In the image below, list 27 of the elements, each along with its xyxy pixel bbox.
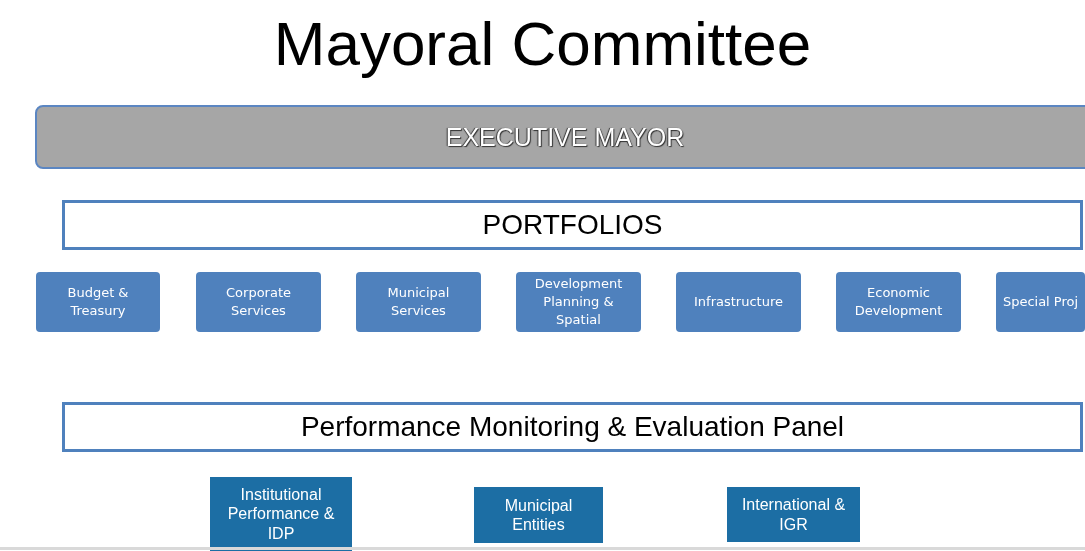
header-bar [35,105,1085,169]
node-label: PORTFOLIOS [482,209,663,241]
node-label: Special Proj [1002,292,1079,311]
portfolio-box [36,272,160,332]
section-band [62,402,1083,452]
portfolio-box [356,272,481,332]
node-label: EXECUTIVE MAYOR [445,122,685,152]
node-label: Budget & Treasury [66,283,130,320]
node-label: Performance Monitoring & Evaluation Panel [300,411,845,443]
node-label: Development Planning & Spatial [533,274,624,330]
diagram-title: Mayoral Committee [272,8,813,79]
portfolio-box [836,272,961,332]
portfolio-box [996,272,1085,332]
panel-box [474,487,603,543]
node-label: Municipal Services [386,283,451,320]
node-label: Economic Development [853,283,944,320]
node-label: Institutional Performance & IDP [226,485,336,543]
node-label: Municipal Entities [503,495,574,535]
panel-box [210,477,352,551]
node-label: Infrastructure [694,292,783,311]
panel-box [727,487,860,542]
portfolio-box [676,272,801,332]
node-label: International & IGR [740,495,847,534]
portfolio-box [516,272,641,332]
section-band [62,200,1083,250]
node-label: Corporate Services [225,283,292,320]
portfolio-box [196,272,321,332]
